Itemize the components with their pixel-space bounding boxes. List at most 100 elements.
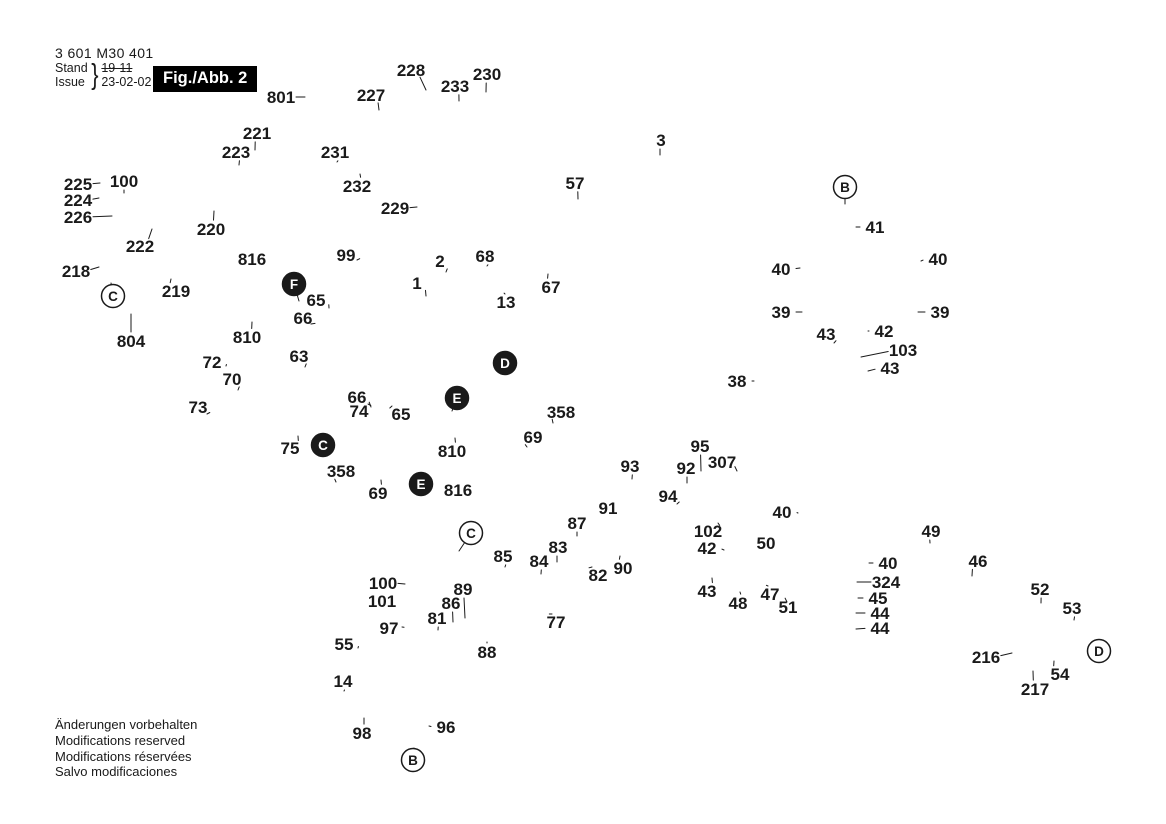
ring-89 — [462, 620, 470, 628]
part-label-230: 230 — [473, 65, 501, 84]
issue-label: Issue — [55, 75, 85, 89]
part-label-49: 49 — [922, 522, 941, 541]
clamp-lever-230 — [470, 88, 504, 113]
part-label-82: 82 — [589, 566, 608, 585]
nut-87 — [572, 537, 582, 547]
ref-marker-c-3: C — [458, 520, 484, 552]
part-label-3: 3 — [656, 131, 665, 150]
lever-93 — [622, 479, 686, 531]
guard-half-upper — [411, 124, 527, 189]
part-label-86: 86 — [442, 594, 461, 613]
leader-224-11 — [92, 197, 100, 200]
part-label-38: 38 — [728, 372, 747, 391]
base-housing-38 — [748, 330, 948, 550]
date-old: 19-11 — [101, 61, 133, 75]
part-label-96: 96 — [437, 718, 456, 737]
nut-225 — [101, 179, 107, 185]
part-label-39: 39 — [931, 303, 950, 322]
leader-47-65 — [765, 584, 769, 587]
date-new: 23-02-02 — [101, 75, 152, 89]
svg-text:C: C — [466, 526, 476, 541]
part-label-83: 83 — [549, 538, 568, 557]
note-en: Modifications reserved — [55, 732, 186, 748]
leader-100-88 — [397, 582, 406, 585]
leader-358-39 — [334, 478, 337, 483]
washer-101a — [408, 596, 420, 604]
part-label-84: 84 — [530, 552, 549, 571]
leader-85-80 — [504, 564, 507, 568]
pivot-233 — [452, 100, 470, 116]
svg-text:B: B — [840, 180, 850, 195]
part-label-91: 91 — [599, 499, 618, 518]
leader-48-64 — [739, 591, 742, 595]
leader-99-24 — [356, 258, 361, 261]
leader-1-25 — [425, 289, 427, 297]
part-label-816: 816 — [238, 250, 266, 269]
part-label-810: 810 — [438, 442, 466, 461]
dust-duct — [742, 420, 790, 484]
leader-222-14 — [148, 228, 153, 240]
part-label-816: 816 — [444, 481, 472, 500]
boss-a — [433, 655, 447, 673]
bar-74 — [310, 387, 391, 416]
part-label-43: 43 — [817, 325, 836, 344]
washer-232 — [356, 165, 366, 173]
carbon-brush-810a — [256, 294, 280, 313]
part-label-65: 65 — [307, 291, 326, 310]
leader-44-74 — [855, 627, 866, 630]
part-label-94: 94 — [659, 487, 678, 506]
ref-marker-b-0: B — [832, 174, 858, 205]
part-label-804: 804 — [117, 332, 146, 351]
screw-307 — [737, 470, 745, 478]
ref-marker-e-9: E — [408, 471, 434, 497]
pin-98 — [361, 709, 367, 715]
part-label-324: 324 — [872, 573, 901, 592]
leader-90-85 — [618, 555, 621, 560]
svg-text:F: F — [290, 277, 298, 292]
leader-231-5 — [336, 160, 339, 163]
part-label-50: 50 — [757, 534, 776, 553]
leader-102-60 — [717, 522, 721, 526]
leader-89-93 — [463, 597, 466, 619]
stand-label: Stand — [55, 61, 88, 75]
bracket-816-left — [240, 267, 277, 292]
base-plate — [790, 492, 966, 548]
screw-231 — [331, 162, 341, 172]
figure-label: Fig./Abb. 2 — [153, 66, 258, 92]
connector-65b — [382, 395, 398, 408]
ref-marker-d-7: D — [492, 350, 518, 376]
part-label-225: 225 — [64, 175, 92, 194]
ref-marker-d-4: D — [1086, 638, 1112, 664]
pin-226 — [114, 212, 120, 224]
part-label-46: 46 — [969, 552, 988, 571]
screw-100b — [408, 580, 418, 590]
screw-95 — [697, 473, 705, 481]
screw-67b — [529, 252, 568, 279]
part-label-77: 77 — [547, 613, 566, 632]
ref-marker-e-8: E — [444, 385, 470, 412]
screw-66b — [372, 407, 378, 413]
part-label-66: 66 — [348, 388, 367, 407]
screw-221 — [248, 150, 260, 162]
ref-marker-f-5: F — [281, 271, 307, 302]
part-label-89: 89 — [454, 580, 473, 599]
part-label-74: 74 — [350, 402, 369, 421]
link-rod-46 — [937, 559, 1023, 611]
leader-40-48 — [920, 259, 924, 262]
part-label-98: 98 — [353, 724, 372, 743]
leader-40-46 — [795, 267, 801, 269]
leader-65-37 — [389, 405, 393, 409]
wing-bolt-40b — [903, 258, 917, 264]
motor-assembly-artwork — [206, 140, 701, 503]
part-label-47: 47 — [761, 585, 780, 604]
part-label-87: 87 — [568, 514, 587, 533]
part-label-72: 72 — [203, 353, 222, 372]
part-label-41: 41 — [866, 218, 885, 237]
screw-217 — [1030, 662, 1036, 668]
clip-51 — [783, 595, 791, 603]
revision-brace: } — [90, 59, 99, 91]
part-label-68: 68 — [476, 247, 495, 266]
screw-91 — [627, 516, 637, 526]
part-number: 3 601 M30 401 — [55, 45, 154, 61]
